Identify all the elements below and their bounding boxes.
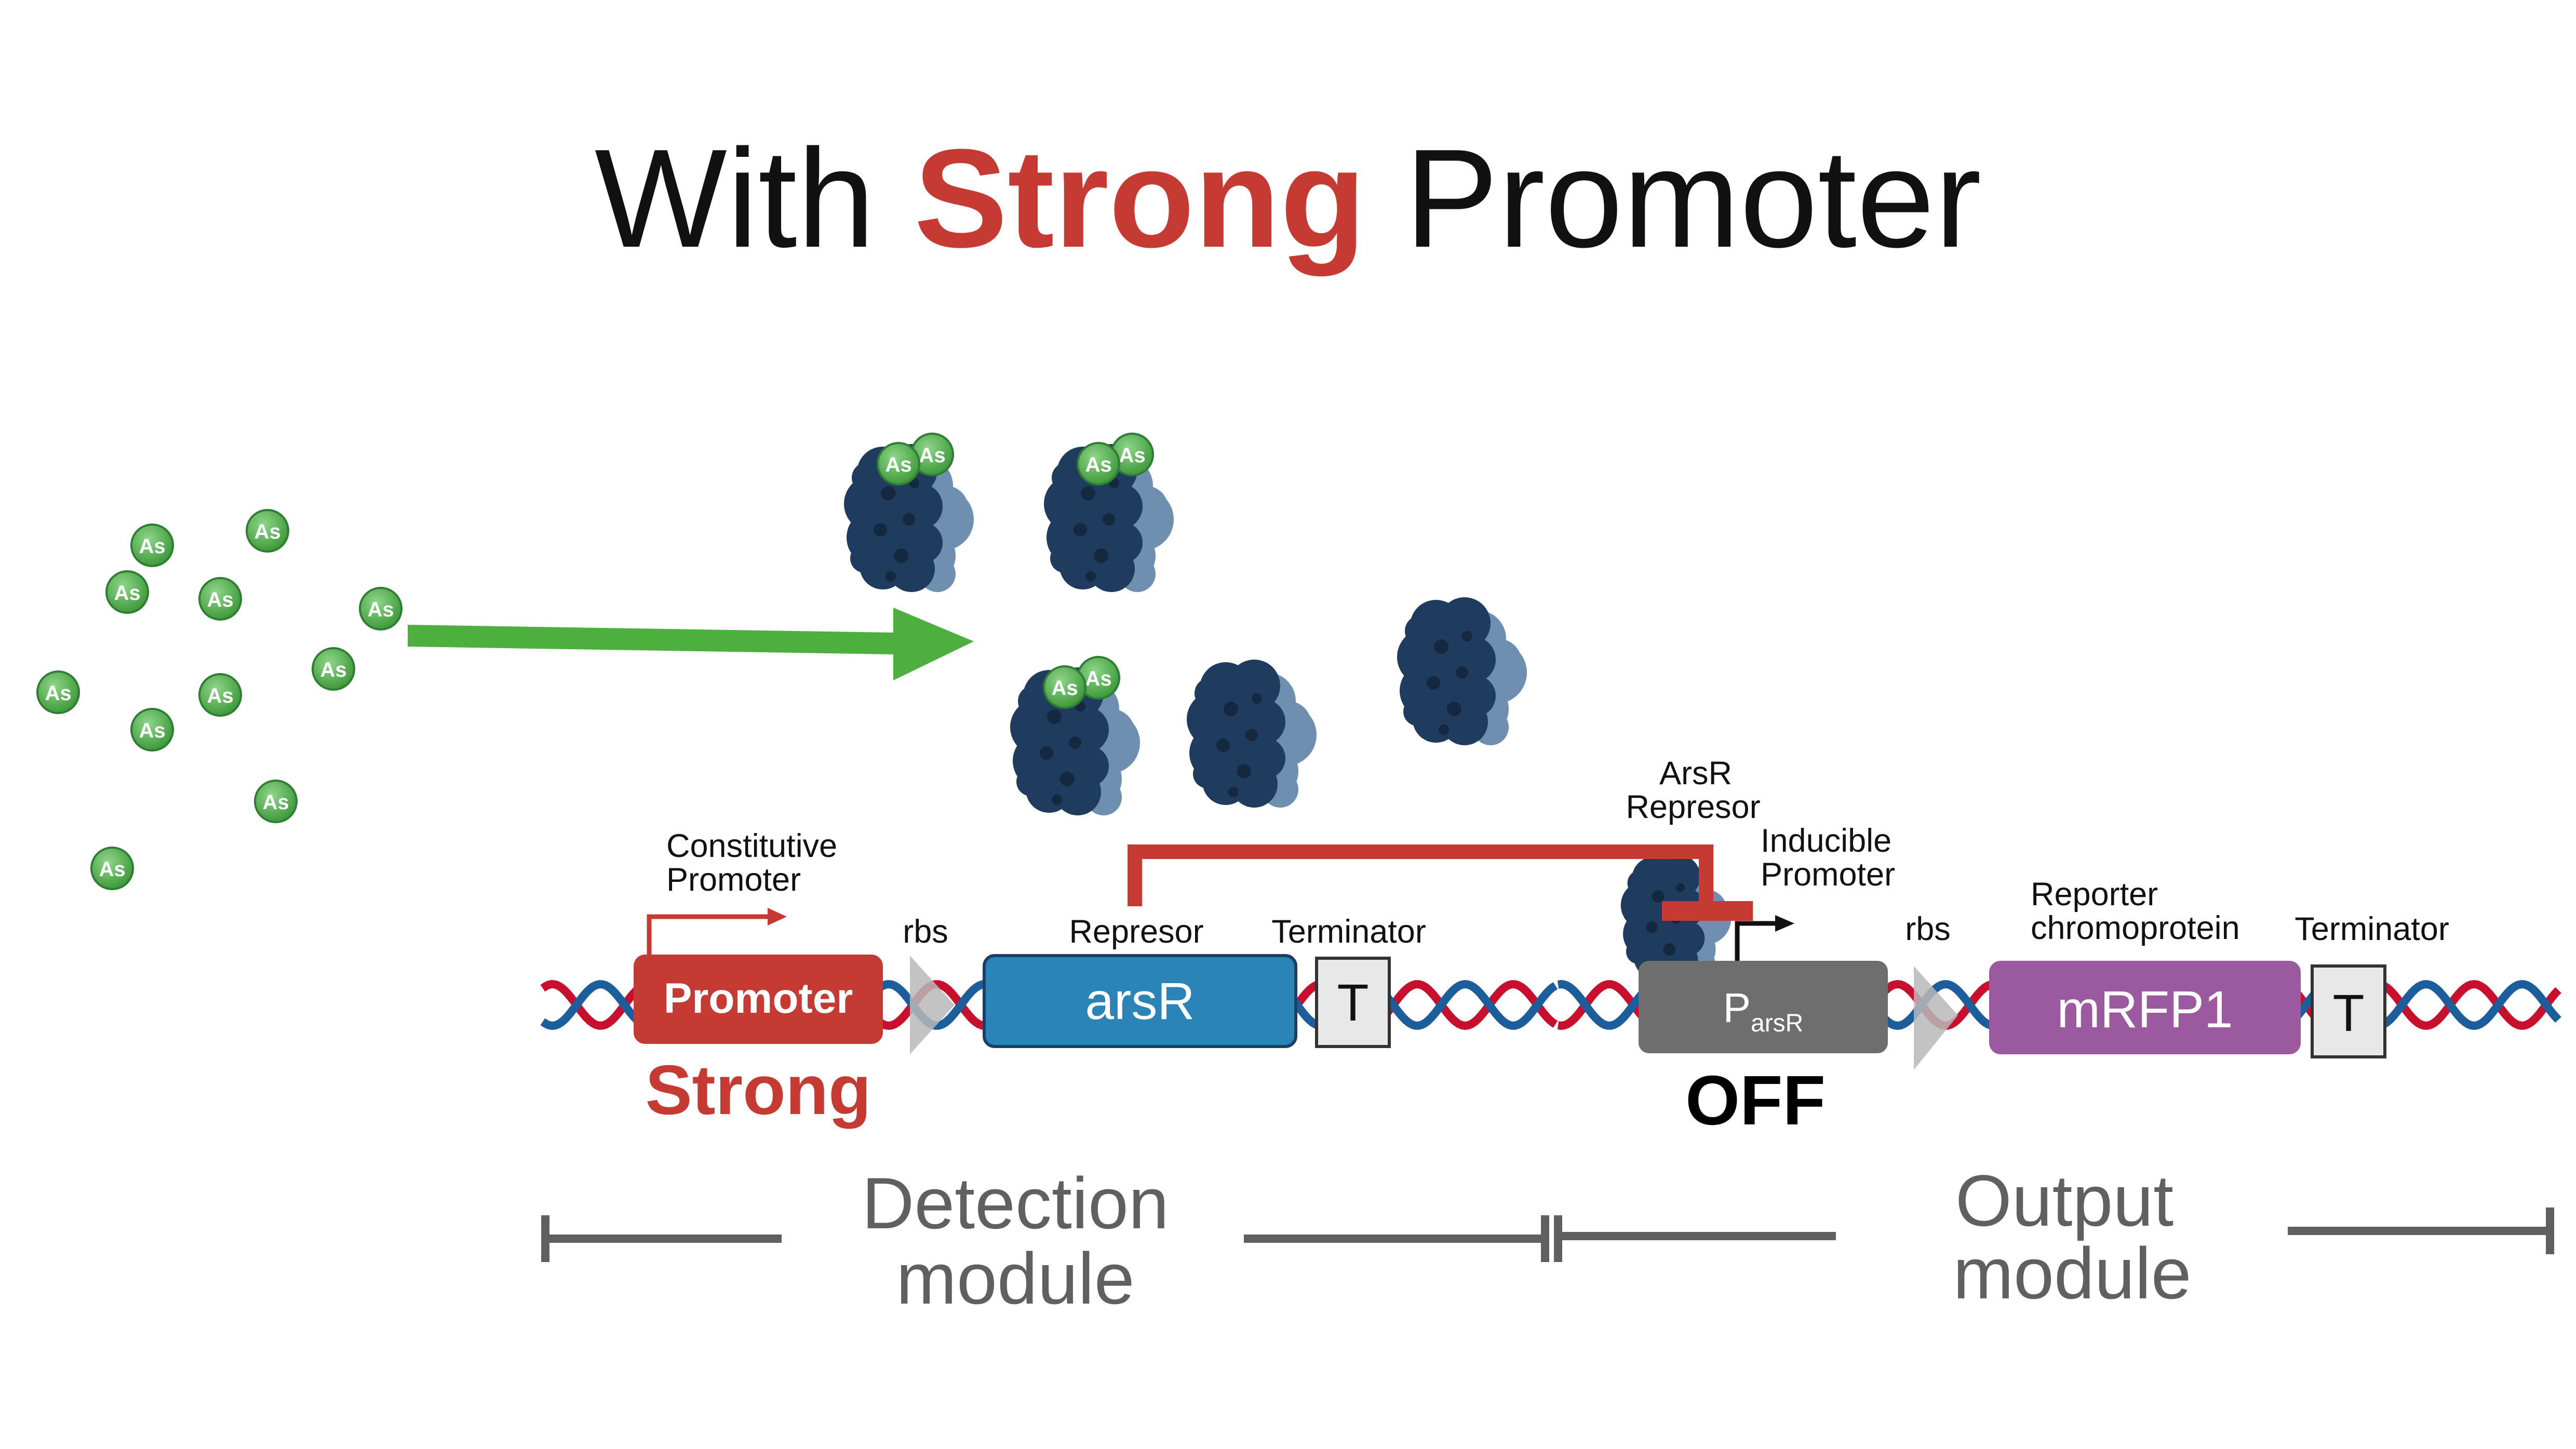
parsr-promoter-box: [1639, 961, 1888, 1053]
promoter-state: OFF: [1685, 1061, 1826, 1139]
constitutive-promoter-arrow: [647, 914, 769, 961]
terminator-label: Terminator: [1271, 914, 1426, 950]
terminator-box-label: T: [2332, 984, 2364, 1042]
arsenic-ion: [254, 780, 298, 823]
terminator-box: [1315, 957, 1391, 1048]
arsenic-ion: [246, 509, 289, 553]
mrfp1-gene-label: mRFP1: [2057, 981, 2233, 1039]
repression-line: [1128, 844, 1753, 921]
title-highlight: Strong: [914, 120, 1366, 277]
binding-arrow: [408, 608, 974, 680]
rbs-label: rbs: [1905, 911, 1951, 947]
arsr-protein-free: [1397, 597, 1527, 745]
reporter-label: chromoprotein: [2031, 910, 2240, 946]
rbs-label: rbs: [903, 914, 948, 950]
arsr-repressor-label: Represor: [1626, 789, 1760, 825]
rbs-triangle: [1914, 966, 1958, 1070]
promoter-box: [634, 955, 883, 1044]
detection-module-label: module: [896, 1238, 1134, 1319]
terminator-box: [2311, 964, 2386, 1058]
title-prefix: With: [595, 120, 914, 277]
arsenic-ion: [90, 847, 134, 890]
arsr-proteins: [844, 433, 1732, 981]
mrfp1-gene-box: [1989, 961, 2301, 1054]
output-module-label: module: [1953, 1232, 2191, 1314]
inducible-promoter-label: Promoter: [1761, 856, 1895, 893]
reporter-label: Reporter: [2031, 876, 2158, 913]
promoter-strength: Strong: [646, 1051, 871, 1129]
page-title: With Strong Promoter: [595, 120, 1981, 277]
detection-module-label: Detection: [862, 1162, 1169, 1244]
output-module-parts: ArsR Represor Inducible Promoter ParsR O…: [1626, 755, 2449, 1139]
arsr-protein-bound: [844, 433, 974, 592]
arsenic-ion: [105, 570, 149, 614]
arsenic-ions: [36, 509, 403, 890]
arsr-repressor-label: ArsR: [1659, 755, 1732, 791]
terminator-label: Terminator: [2295, 911, 2449, 947]
arsenic-ion: [359, 587, 403, 630]
inducible-promoter-label: Inducible: [1761, 823, 1891, 859]
repressor-gene-label: Represor: [1069, 914, 1203, 950]
arsr-protein-free: [1187, 660, 1317, 808]
arsenic-ion: [36, 670, 80, 714]
arsr-protein-bound: [1010, 656, 1140, 815]
title-suffix: Promoter: [1366, 120, 1981, 277]
parsr-promoter-label: ParsR: [1723, 985, 1804, 1037]
terminator-box-label: T: [1337, 974, 1369, 1032]
arsenic-ion: [130, 524, 174, 567]
arsr-gene-box: [983, 954, 1297, 1048]
arsr-protein-bound: [1044, 433, 1174, 592]
arsenic-ion: [198, 673, 242, 717]
arsenic-ion: [312, 647, 355, 691]
arsenic-ion: [130, 708, 174, 752]
promoter-box-label: Promoter: [664, 975, 853, 1022]
constitutive-label: Promoter: [666, 862, 801, 898]
rbs-triangle: [910, 956, 955, 1054]
arsr-gene-label: arsR: [1085, 972, 1195, 1030]
output-module-label: Output: [1955, 1160, 2174, 1241]
module-brackets: Detection module Output module: [541, 1160, 2554, 1319]
arsenic-ion: [198, 577, 242, 621]
constitutive-label: Constitutive: [666, 828, 837, 864]
detection-module-parts: Constitutive Promoter Promoter Strong rb…: [634, 828, 1426, 1129]
